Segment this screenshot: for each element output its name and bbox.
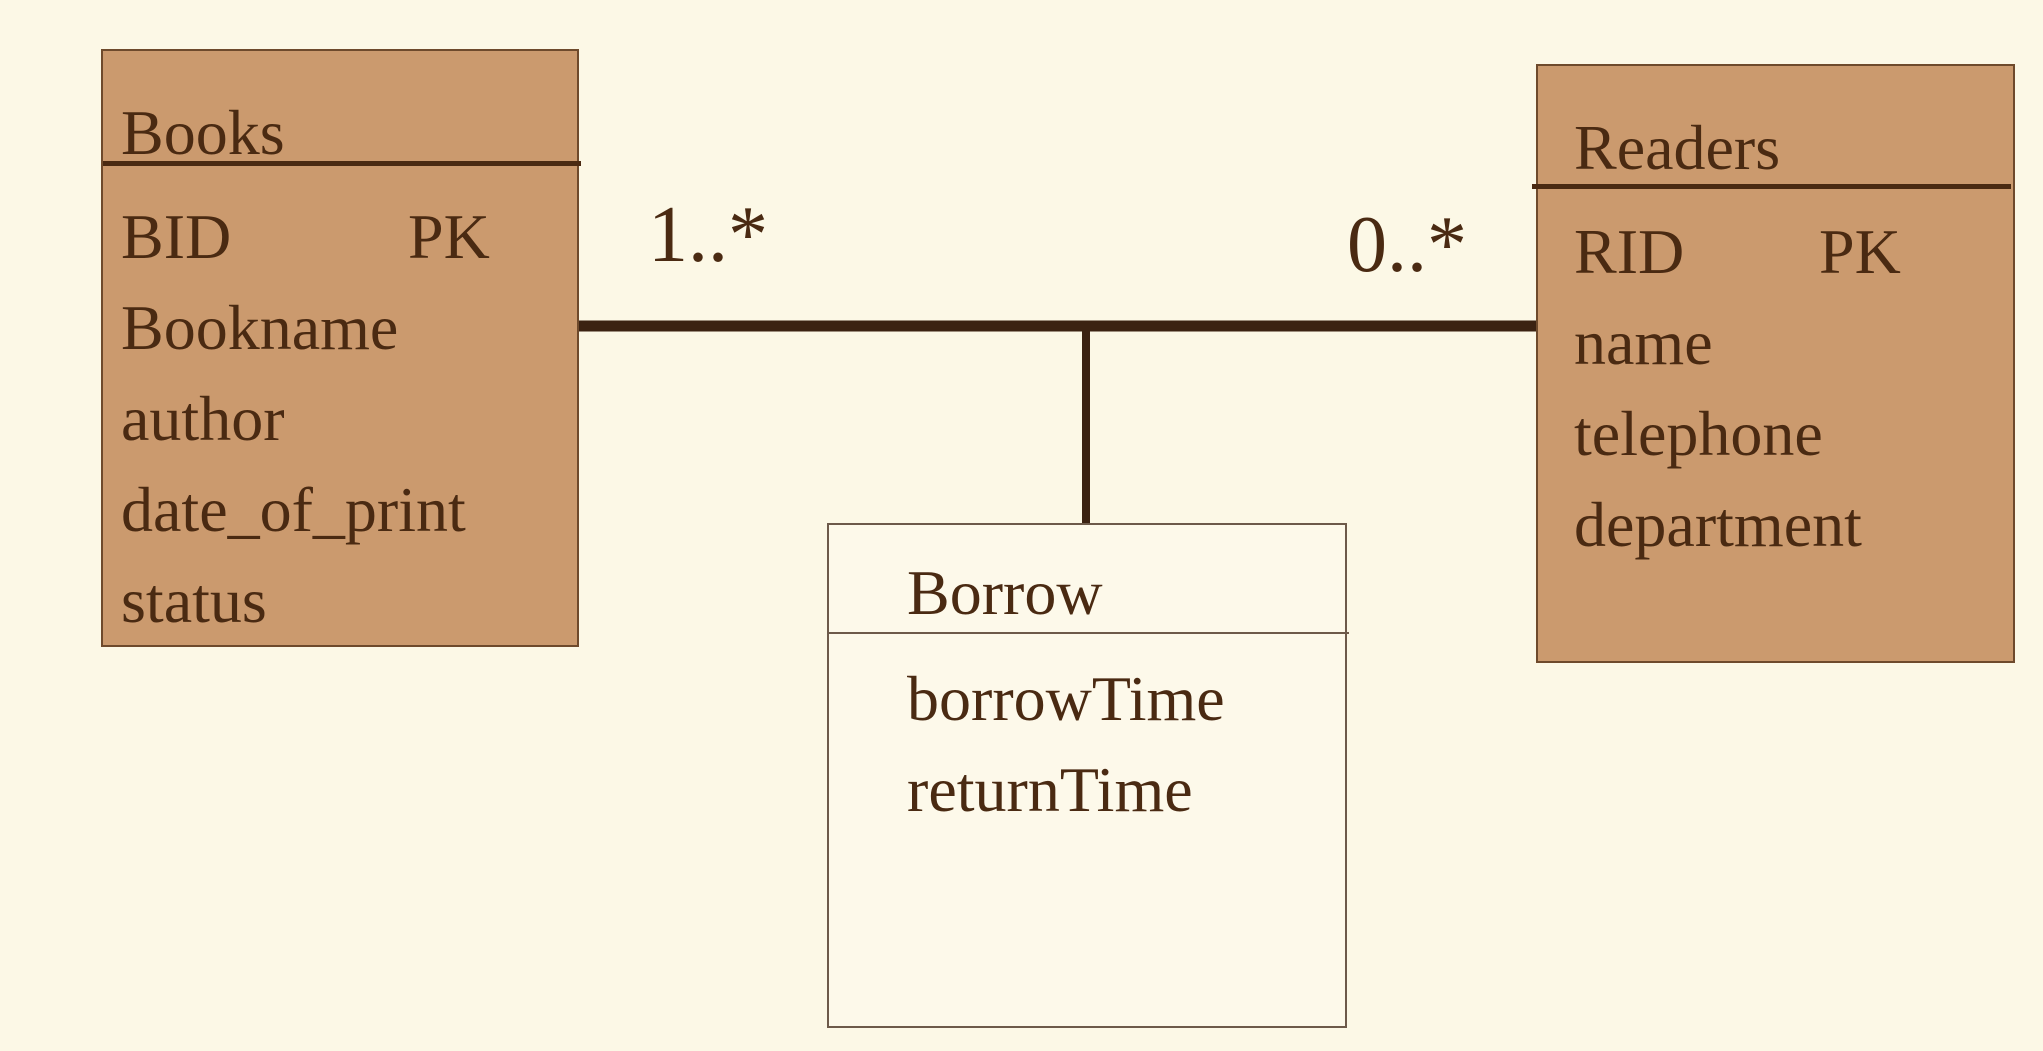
attribute-key: PK bbox=[1819, 216, 1901, 287]
multiplicity-readers: 0..* bbox=[1347, 201, 1467, 289]
attribute-row: date_of_print bbox=[121, 464, 466, 555]
entity-title: Books bbox=[121, 97, 285, 168]
attribute-name: date_of_print bbox=[121, 474, 466, 545]
attribute-row: name bbox=[1574, 297, 1862, 388]
entity-title: Borrow bbox=[907, 557, 1103, 628]
title-divider bbox=[829, 632, 1349, 634]
attribute-row: BID PK bbox=[121, 191, 490, 282]
attribute-key: PK bbox=[408, 201, 490, 272]
attribute-row: department bbox=[1574, 479, 1862, 570]
attribute-row: telephone bbox=[1574, 388, 1862, 479]
attribute-name: telephone bbox=[1574, 398, 1823, 469]
entity-readers: Readers RID PK name telephone department bbox=[1532, 64, 2015, 663]
title-divider bbox=[103, 161, 581, 166]
attribute-row: status bbox=[121, 555, 466, 646]
attribute-name: status bbox=[121, 565, 267, 636]
attribute-row: Bookname bbox=[121, 282, 466, 373]
attribute-name: returnTime bbox=[907, 754, 1193, 825]
attribute-row: author bbox=[121, 373, 466, 464]
attribute-list: borrowTime returnTime bbox=[907, 653, 1225, 835]
association-class-borrow: Borrow borrowTime returnTime bbox=[827, 523, 1349, 1028]
attribute-list: BID PK Bookname author date_of_print sta… bbox=[121, 191, 490, 646]
attribute-name: RID bbox=[1574, 216, 1685, 287]
attribute-name: department bbox=[1574, 489, 1862, 560]
attribute-row: RID PK bbox=[1574, 206, 1901, 297]
attribute-name: name bbox=[1574, 307, 1713, 378]
attribute-name: BID bbox=[121, 201, 232, 272]
attribute-list: RID PK name telephone department bbox=[1574, 206, 1901, 570]
attribute-row: borrowTime bbox=[907, 653, 1225, 744]
title-divider bbox=[1532, 184, 2011, 189]
entity-title: Readers bbox=[1574, 112, 1781, 183]
entity-books: Books BID PK Bookname author date_of_pri… bbox=[101, 49, 581, 647]
attribute-name: borrowTime bbox=[907, 663, 1225, 734]
attribute-name: Bookname bbox=[121, 292, 399, 363]
multiplicity-books: 1..* bbox=[648, 191, 768, 279]
attribute-row: returnTime bbox=[907, 744, 1225, 835]
attribute-name: author bbox=[121, 383, 285, 454]
